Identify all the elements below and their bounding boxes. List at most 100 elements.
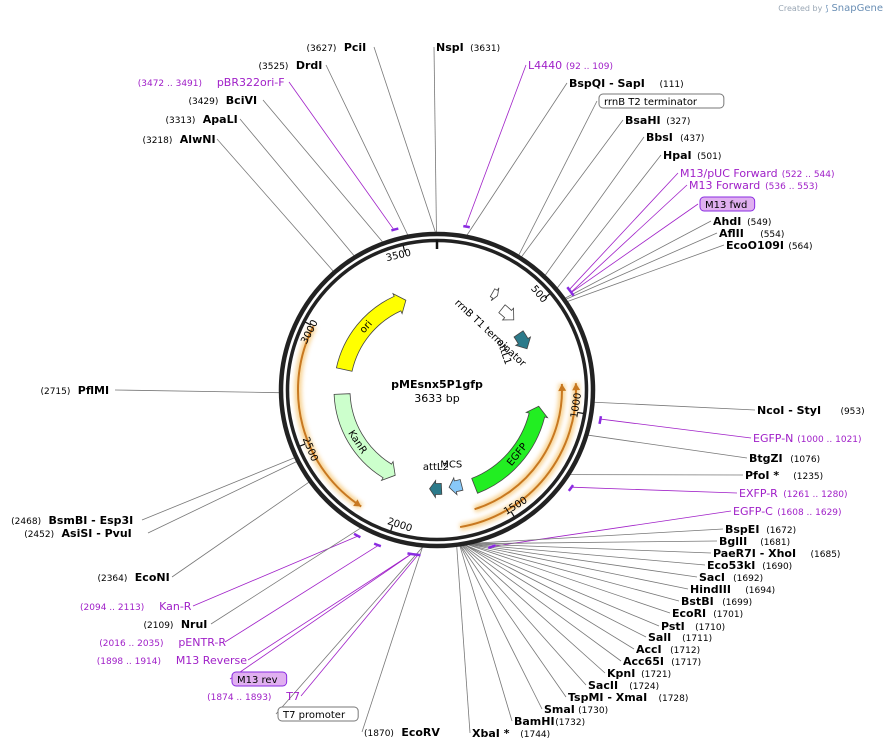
label-ahdi[interactable]: AhdI (549) bbox=[713, 215, 771, 228]
feature-arrow-rrnb-t1-terminator[interactable] bbox=[498, 304, 515, 321]
label-pentr-r[interactable]: pENTR-R(2016 .. 2035) bbox=[99, 636, 226, 649]
label-t7-promoter[interactable]: T7 promoter bbox=[277, 706, 359, 722]
label-m13-fwd[interactable]: M13 fwd bbox=[699, 196, 756, 212]
leader-econi bbox=[171, 481, 309, 578]
label-bsahi[interactable]: BsaHI(327) bbox=[625, 114, 690, 127]
feature-arrow-egfp[interactable] bbox=[471, 405, 549, 494]
label-bbsi[interactable]: BbsI(437) bbox=[646, 131, 704, 144]
label-kan-r[interactable]: Kan-R(2094 .. 2113) bbox=[80, 600, 192, 613]
label-hindiii[interactable]: HindIII(1694) bbox=[690, 583, 775, 596]
label-pfoi[interactable]: PfoI *(1235) bbox=[745, 469, 823, 482]
label-t7[interactable]: T7(1874 .. 1893) bbox=[207, 690, 300, 703]
label-rrnb-t2-terminator[interactable]: rrnB T2 terminator bbox=[598, 93, 725, 109]
label-bcivi[interactable]: BciVI(3429) bbox=[188, 94, 257, 107]
label-alwni[interactable]: AlwNI(3218) bbox=[142, 133, 215, 146]
label-sacii[interactable]: SacII(1724) bbox=[588, 679, 659, 692]
label-m13-puc-forward[interactable]: M13/pUC Forward(522 .. 544) bbox=[680, 167, 835, 180]
label-egfp-c[interactable]: EGFP-C(1608 .. 1629) bbox=[733, 505, 842, 518]
label-egfp-n[interactable]: EGFP-N(1000 .. 1021) bbox=[753, 432, 862, 445]
leader-pflmi bbox=[114, 389, 280, 394]
leader-exfp-r bbox=[571, 486, 738, 494]
label-bsmbi-esp3i[interactable]: BsmBI - Esp3I(2468) bbox=[11, 514, 133, 527]
feature-arrow-rrnb-t2-terminator[interactable] bbox=[489, 287, 500, 301]
label-position: (3525) bbox=[259, 62, 289, 72]
label-position: (3472 .. 3491) bbox=[138, 79, 202, 89]
leader-kpni bbox=[462, 545, 606, 674]
label-name: PciI bbox=[344, 41, 366, 54]
label-bspei[interactable]: BspEI(1672) bbox=[725, 523, 796, 536]
label-drdi[interactable]: DrdI(3525) bbox=[259, 59, 323, 72]
label-smai[interactable]: SmaI(1730) bbox=[544, 703, 608, 716]
label-ecorv[interactable]: EcoRV(1870) bbox=[364, 726, 440, 739]
label-hpai[interactable]: HpaI(501) bbox=[663, 149, 721, 162]
label-exfp-r[interactable]: EXFP-R(1261 .. 1280) bbox=[739, 487, 848, 500]
label-btgzi[interactable]: BtgZI(1076) bbox=[749, 452, 820, 465]
tick-mark-500 bbox=[544, 293, 551, 299]
label-aflii[interactable]: AflII(554) bbox=[719, 227, 784, 240]
feature-arrow-kanr[interactable] bbox=[333, 393, 396, 482]
label-apali[interactable]: ApaLI(3313) bbox=[165, 113, 237, 126]
label-position: (1692) bbox=[733, 574, 763, 584]
label-paer7i-xhoi[interactable]: PaeR7I - XhoI(1685) bbox=[713, 547, 840, 560]
feature-arrow-attl1[interactable] bbox=[513, 330, 532, 350]
label-l4440[interactable]: L4440(92 .. 109) bbox=[528, 59, 613, 72]
feature-arrow-mcs[interactable] bbox=[448, 476, 464, 496]
feature-arrow-ori[interactable] bbox=[335, 292, 407, 372]
leader-bglii bbox=[473, 540, 718, 545]
label-name: SacII bbox=[588, 679, 618, 692]
snapgene-logo-icon: ⟆ bbox=[825, 4, 829, 13]
label-tspmi-xmai[interactable]: TspMI - XmaI(1728) bbox=[568, 691, 688, 704]
leader-egfp-n bbox=[600, 418, 752, 439]
label-acci[interactable]: AccI(1712) bbox=[636, 643, 700, 656]
label-acc65i[interactable]: Acc65I(1717) bbox=[623, 655, 701, 668]
label-position: (1728) bbox=[658, 694, 688, 704]
leader-pcii bbox=[373, 46, 436, 233]
label-name: XbaI * bbox=[472, 727, 510, 740]
label-position: (2452) bbox=[24, 530, 54, 540]
label-m13-forward[interactable]: M13 Forward(536 .. 553) bbox=[689, 179, 818, 192]
label-m13-reverse[interactable]: M13 Reverse(1898 .. 1914) bbox=[97, 654, 248, 667]
label-pcii[interactable]: PciI(3627) bbox=[307, 41, 367, 54]
label-kpni[interactable]: KpnI(1721) bbox=[607, 667, 671, 680]
label-bglii[interactable]: BglII(1681) bbox=[719, 535, 790, 548]
label-nspi[interactable]: NspI(3631) bbox=[436, 41, 500, 54]
leader-xbai bbox=[456, 546, 471, 734]
label-saci[interactable]: SacI (1692) bbox=[699, 571, 763, 584]
label-ecoo109i[interactable]: EcoO109I(564) bbox=[726, 239, 813, 252]
label-name: HpaI bbox=[663, 149, 692, 162]
label-name: NspI bbox=[436, 41, 464, 54]
label-pflmi[interactable]: PflMI(2715) bbox=[40, 384, 109, 397]
label-position: (1694) bbox=[745, 586, 775, 596]
tick-mark-1500 bbox=[510, 510, 515, 517]
label-eco53ki[interactable]: Eco53kI(1690) bbox=[707, 559, 792, 572]
label-name: T7 promoter bbox=[282, 710, 346, 721]
label-ncoi-styi[interactable]: NcoI - StyI(953) bbox=[757, 404, 865, 417]
label-xbai[interactable]: XbaI *(1744) bbox=[472, 727, 550, 740]
label-position: (437) bbox=[680, 134, 704, 144]
label-psti[interactable]: PstI(1710) bbox=[661, 620, 725, 633]
label-name: AhdI bbox=[713, 215, 741, 228]
label-asisi-pvui[interactable]: AsiSI - PvuI(2452) bbox=[24, 527, 132, 540]
label-nrui[interactable]: NruI(2109) bbox=[144, 618, 208, 631]
label-bspqi-sapi[interactable]: BspQI - SapI(111) bbox=[569, 77, 684, 90]
primer-mark-0 bbox=[463, 224, 471, 229]
label-name: SacI bbox=[699, 571, 725, 584]
label-position: (1699) bbox=[722, 598, 752, 608]
label-name: AflII bbox=[719, 227, 744, 240]
primer-site-marks bbox=[353, 224, 603, 557]
label-econi[interactable]: EcoNI(2364) bbox=[97, 571, 169, 584]
label-sali[interactable]: SalI(1711) bbox=[648, 631, 712, 644]
label-m13-rev[interactable]: M13 rev bbox=[231, 671, 288, 687]
label-ecori[interactable]: EcoRI(1701) bbox=[672, 607, 743, 620]
label-position: (549) bbox=[747, 218, 771, 228]
label-position: (2016 .. 2035) bbox=[99, 639, 163, 649]
label-bstbi[interactable]: BstBI(1699) bbox=[681, 595, 752, 608]
label-position: (1730) bbox=[578, 706, 608, 716]
label-pbr322ori-f[interactable]: pBR322ori-F(3472 .. 3491) bbox=[138, 76, 285, 89]
label-bamhi[interactable]: BamHI(1732) bbox=[514, 715, 585, 728]
feature-arrow-attl2[interactable] bbox=[429, 479, 443, 499]
primer-mark-2 bbox=[598, 416, 603, 425]
leader-bspei bbox=[476, 528, 724, 544]
leader-bbsi bbox=[545, 136, 645, 276]
primer-mark-6 bbox=[373, 542, 382, 548]
